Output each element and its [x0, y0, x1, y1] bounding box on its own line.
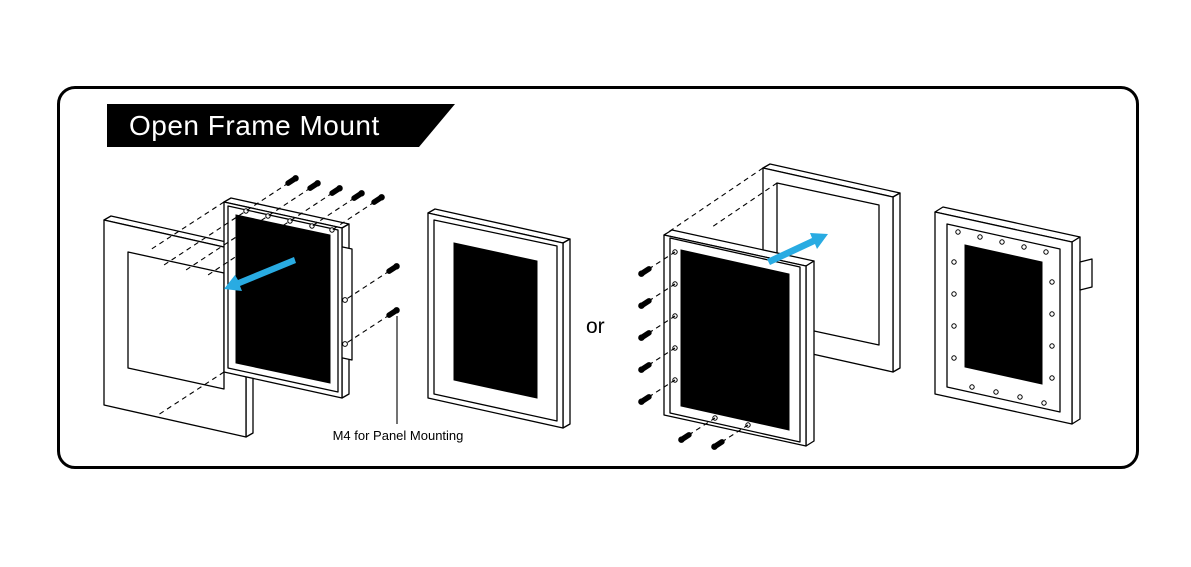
mounting-flange-line [946, 223, 1061, 413]
alignment-guide-line [711, 182, 778, 228]
assembled-bezel-line [433, 219, 558, 422]
m4-screw-icon [677, 432, 691, 444]
assembled-screen [964, 244, 1043, 385]
m4-screw-icon [387, 262, 401, 274]
m4-screw-icon [286, 174, 300, 186]
assembled-side-edge [562, 238, 571, 429]
mount-hole [951, 355, 957, 361]
mount-hole [1049, 311, 1055, 317]
mount-hole [342, 341, 348, 347]
assembled-screen [453, 242, 538, 399]
mount-hole [1049, 375, 1055, 381]
mount-hole [999, 239, 1005, 245]
m4-screw-icon [387, 306, 401, 318]
panel-face [103, 219, 247, 438]
display-bezel [669, 237, 801, 443]
mount-hole [977, 234, 983, 240]
mount-hole [951, 259, 957, 265]
method-2-exploded-view [637, 163, 1093, 451]
page-title: Open Frame Mount [129, 109, 380, 141]
mount-hole [1017, 394, 1023, 400]
mount-hole [1021, 244, 1027, 250]
assembled-front-view [427, 208, 571, 429]
m4-screw-icon [372, 193, 386, 205]
m4-screw-icon [330, 184, 344, 196]
display-side-edge [805, 260, 815, 447]
mount-hole [969, 384, 975, 390]
m4-screw-icon [637, 298, 651, 310]
insert-direction-arrow-icon [767, 233, 828, 265]
screw-guide-line [713, 424, 749, 448]
or-label: or [586, 315, 605, 338]
m4-screw-icon [637, 362, 651, 374]
m4-screw-icon [710, 439, 724, 451]
screw-guide-line [640, 347, 676, 371]
screw-guide-line [640, 315, 676, 339]
panel-frame-with-cutout [762, 163, 901, 373]
m4-screw-label: M4 for Panel Mounting [332, 428, 464, 443]
screw-guide-line [640, 251, 676, 275]
mount-hole [1049, 343, 1055, 349]
assembled-rear-view [934, 206, 1093, 425]
open-frame-display [663, 229, 815, 447]
title-banner: Open Frame Mount [107, 104, 455, 147]
display-screen [680, 249, 790, 431]
alignment-guide-line [663, 167, 764, 236]
alignment-guide-line [157, 371, 225, 416]
mount-hole [342, 297, 348, 303]
side-bracket-tab [1079, 258, 1093, 291]
alignment-guide-line [149, 201, 225, 251]
screw-guide-line [640, 379, 676, 403]
display-bezel [227, 205, 339, 393]
mount-hole [993, 389, 999, 395]
mount-hole [1043, 249, 1049, 255]
m4-screw-icon [637, 266, 651, 278]
insert-direction-arrow-icon [224, 257, 296, 291]
m4-screw-icon [308, 179, 322, 191]
m4-screw-icon [637, 330, 651, 342]
assembled-side-edge [1071, 236, 1081, 425]
mount-hole [951, 323, 957, 329]
mount-hole [955, 229, 961, 235]
method-1-exploded-view [103, 174, 571, 438]
m4-screw-icon [352, 189, 366, 201]
panel-side-edge [892, 192, 901, 373]
screw-guide-line [680, 417, 716, 441]
mount-hole [1041, 400, 1047, 406]
m4-screws-group [149, 174, 401, 424]
mount-hole [951, 291, 957, 297]
mount-hole [1049, 279, 1055, 285]
display-screen [235, 214, 331, 384]
m4-screws-group [637, 167, 778, 451]
m4-screw-icon [637, 394, 651, 406]
open-frame-display [223, 197, 353, 399]
screw-guide-line [640, 283, 676, 307]
